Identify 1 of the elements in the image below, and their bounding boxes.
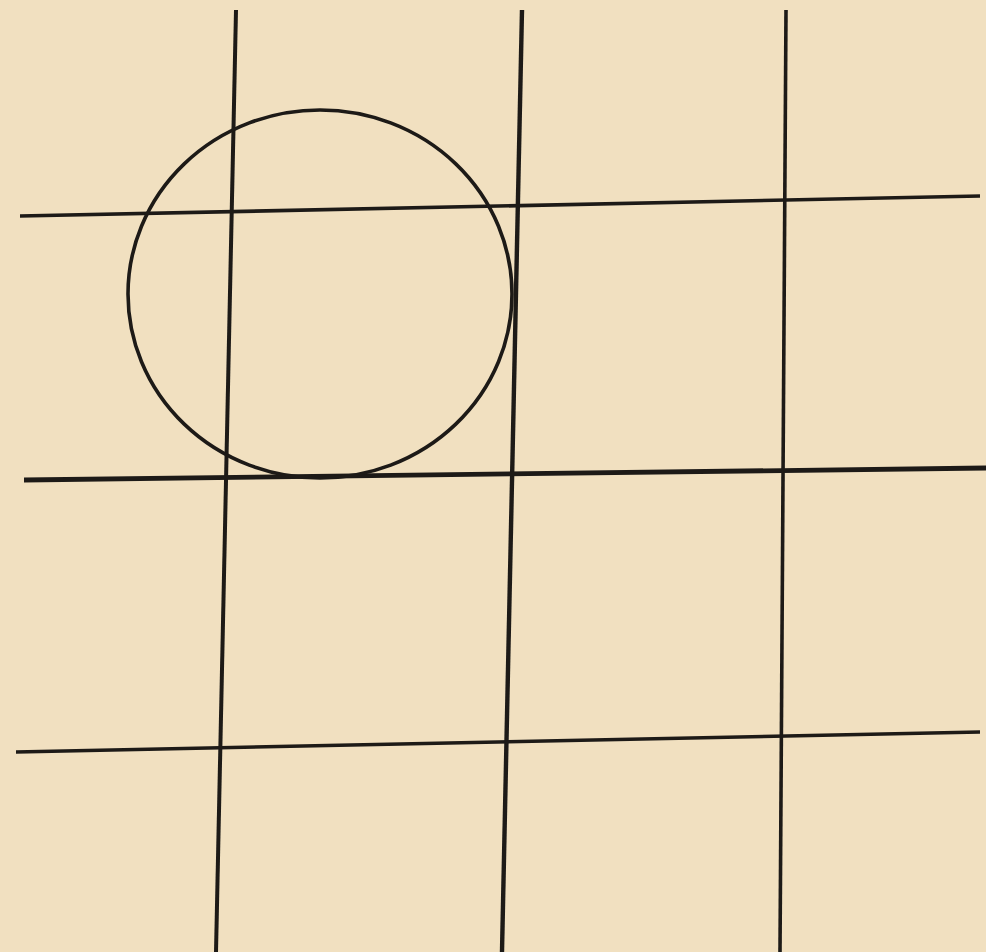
circle [126,108,514,480]
